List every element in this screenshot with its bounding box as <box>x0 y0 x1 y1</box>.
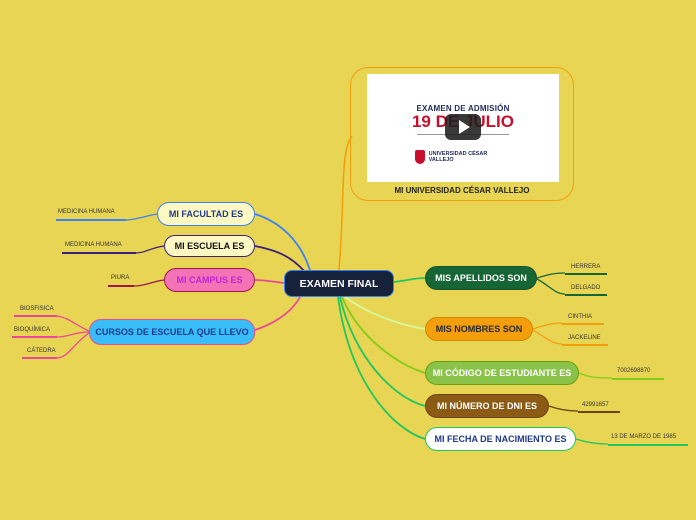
leaf-underline <box>14 315 57 317</box>
play-icon <box>459 120 470 134</box>
leaf-dni: 42991657 <box>582 402 609 408</box>
leaf-course-2: BIOQUÍMICA <box>14 327 51 333</box>
branch-courses[interactable]: CURSOS DE ESCUELA QUE LLEVO <box>89 319 255 345</box>
leaf-surname-2: DELGADO <box>571 285 601 291</box>
leaf-underline <box>562 344 608 346</box>
leaf-course-1: BIOSFISICA <box>20 306 54 312</box>
leaf-school-value: MEDICINA HUMANA <box>65 242 122 248</box>
leaf-underline <box>56 219 126 221</box>
leaf-name-2: JACKELINE <box>568 335 601 341</box>
leaf-underline <box>22 357 57 359</box>
leaf-campus-value: PIURA <box>111 275 130 281</box>
leaf-underline <box>565 294 607 296</box>
leaf-underline <box>608 444 688 446</box>
play-button[interactable] <box>445 114 481 140</box>
leaf-surname-1: HERRERA <box>571 264 601 270</box>
card-title: MI UNIVERSIDAD CÉSAR VALLEJO <box>394 186 530 195</box>
branch-dni[interactable]: MI NÚMERO DE DNI ES <box>425 394 549 418</box>
branch-faculty[interactable]: MI FACULTAD ES <box>157 202 255 226</box>
branch-school[interactable]: MI ESCUELA ES <box>164 235 255 257</box>
leaf-underline <box>612 378 664 380</box>
leaf-course-3: CÁTEDRA <box>27 348 56 354</box>
branch-campus[interactable]: MI CAMPUS ES <box>164 268 255 292</box>
branch-student-code[interactable]: MI CÓDIGO DE ESTUDIANTE ES <box>425 361 579 385</box>
leaf-underline <box>578 411 620 413</box>
leaf-faculty-value: MEDICINA HUMANA <box>58 209 115 215</box>
leaf-student-code: 7002698870 <box>617 368 651 374</box>
university-video-card[interactable]: EXAMEN DE ADMISIÓN 19 DE JULIO UNIVERSID… <box>350 67 574 201</box>
leaf-underline <box>562 323 604 325</box>
leaf-underline <box>565 273 607 275</box>
branch-names[interactable]: MIS NOMBRES SON <box>425 317 533 341</box>
central-topic[interactable]: EXAMEN FINAL <box>284 270 394 297</box>
leaf-underline <box>62 252 136 254</box>
leaf-underline <box>12 336 57 338</box>
university-logo: UNIVERSIDAD CÉSAR VALLEJO <box>415 149 511 165</box>
leaf-name-1: CINTHIA <box>568 314 592 320</box>
branch-birthdate[interactable]: MI FECHA DE NACIMIENTO ES <box>425 427 576 451</box>
video-thumbnail[interactable]: EXAMEN DE ADMISIÓN 19 DE JULIO UNIVERSID… <box>367 74 559 182</box>
shield-icon <box>415 150 425 164</box>
branch-surnames[interactable]: MIS APELLIDOS SON <box>425 266 537 290</box>
leaf-underline <box>108 285 134 287</box>
logo-text: UNIVERSIDAD CÉSAR VALLEJO <box>428 151 488 163</box>
thumbnail-heading: EXAMEN DE ADMISIÓN <box>416 104 510 113</box>
leaf-birthdate: 13 DE MARZO DE 1985 <box>611 434 677 440</box>
